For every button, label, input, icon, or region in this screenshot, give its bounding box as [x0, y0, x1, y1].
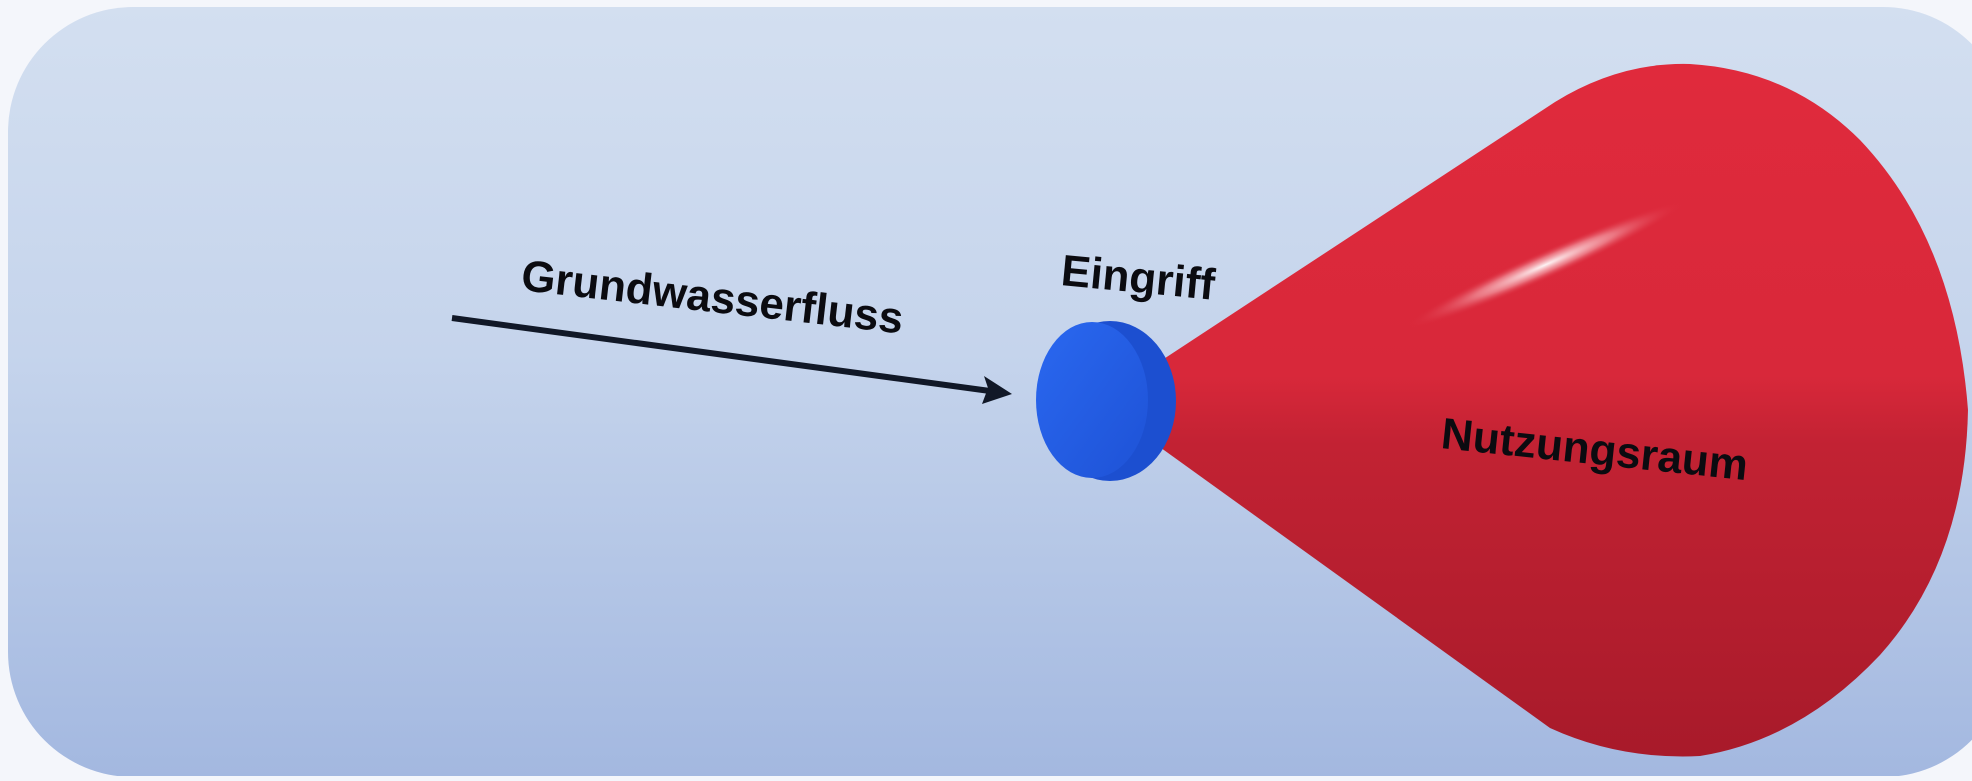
- usage-area-cone: [1150, 63, 1968, 757]
- cone-highlight: [1407, 202, 1683, 328]
- flow-arrow: [451, 315, 1012, 404]
- intervention-disc: [1036, 321, 1176, 481]
